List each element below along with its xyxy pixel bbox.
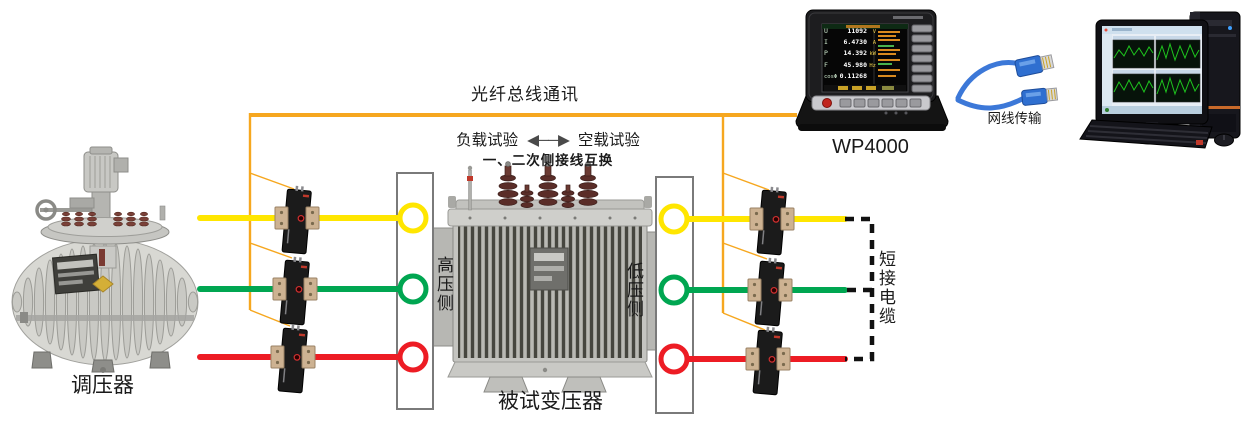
power-button-icon (822, 98, 832, 108)
side-buttons (911, 24, 933, 93)
computer-image (1079, 11, 1241, 149)
network-cable-label: 网线传输 (987, 111, 1042, 126)
current-sensor (745, 326, 791, 396)
hv-bushing-icon (497, 161, 599, 208)
gauge-rod-icon (467, 165, 473, 211)
hv-side-label: 高压侧 (434, 256, 453, 313)
short-circuit-cable-line (845, 216, 875, 362)
short-cable-label: 短接电缆 (876, 250, 895, 326)
rj45-connector-icon (1014, 54, 1055, 78)
noload-test-label: 空载试验 (577, 132, 640, 149)
current-sensor (274, 185, 320, 255)
analyzer-screen: U 11092 V I 6.4730 A P 14.392 kW F 45.98… (824, 27, 876, 89)
current-sensor (272, 256, 318, 326)
front-buttons (839, 98, 922, 108)
analyzer-screen-row: P 14.392 kW (824, 49, 876, 58)
analyzer-screen-row: cosΦ 0.11268 (824, 71, 867, 80)
fiber-bus-line (248, 113, 797, 331)
screen-side-text (878, 31, 900, 77)
analyzer-label: WP4000 (832, 136, 909, 158)
wp4000-analyzer-image (795, 9, 949, 131)
regulator-label: 调压器 (71, 374, 134, 397)
current-sensor (747, 257, 793, 327)
terminal-rings (397, 202, 690, 375)
current-sensor (749, 186, 795, 256)
winding-swap-note: 一、二次侧接线互换 (482, 153, 614, 168)
current-sensors (270, 185, 795, 396)
analyzer-screen-row: U 11092 V (824, 27, 876, 35)
waveform-panels (1112, 36, 1201, 103)
ethernet-cable-image (955, 54, 1059, 111)
current-sensor (270, 324, 316, 394)
transformer-label: 被试变压器 (498, 390, 603, 413)
lv-side-label: 低压侧 (624, 262, 643, 319)
test-mode-row: 负载试验 ◀──▶ 空载试验 (436, 132, 660, 150)
analyzer-screen-row: F 45.980 Hz (824, 60, 876, 69)
rj45-connector-icon (1021, 87, 1059, 106)
load-test-label: 负载试验 (456, 132, 519, 149)
analyzer-screen-row: I 6.4730 A (824, 38, 876, 47)
swap-arrow-icon: ◀──▶ (527, 132, 570, 149)
fiber-bus-label: 光纤总线通讯 (471, 85, 579, 104)
voltage-regulator-image (11, 146, 199, 373)
test-transformer-image (431, 161, 669, 393)
